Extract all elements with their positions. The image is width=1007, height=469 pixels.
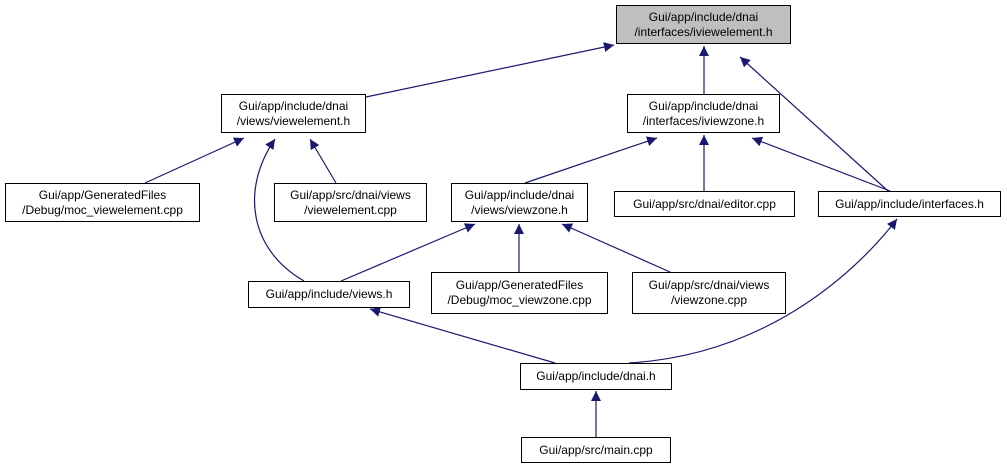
node-label-line: Gui/app/src/main.cpp <box>539 442 653 457</box>
edge-dnai_h-to-interfaces_h <box>628 218 898 364</box>
node-label-line: Gui/app/include/dnai <box>648 98 759 113</box>
node-src-viewelement-cpp[interactable]: Gui/app/src/dnai/views /viewelement.cpp <box>274 183 427 222</box>
node-label-line: /interfaces/iviewzone.h <box>642 113 765 128</box>
node-label-line: /viewzone.cpp <box>670 293 748 307</box>
node-editor-cpp[interactable]: Gui/app/src/dnai/editor.cpp <box>614 191 795 217</box>
node-label-line: Gui/app/include/dnai <box>464 187 575 202</box>
node-label-line: /views/viewelement.h <box>236 113 351 128</box>
node-label-line: Gui/app/include/dnai <box>648 9 759 24</box>
node-label-line: Gui/app/src/dnai/views <box>290 187 411 202</box>
node-views-viewzone-h[interactable]: Gui/app/include/dnai /views/viewzone.h <box>451 183 588 222</box>
node-views-viewelement-h[interactable]: Gui/app/include/dnai /views/viewelement.… <box>221 94 366 133</box>
node-label-line: Gui/app/src/dnai/views <box>648 278 770 292</box>
node-dnai-h[interactable]: Gui/app/include/dnai.h <box>520 363 672 390</box>
node-views-h[interactable]: Gui/app/include/views.h <box>248 281 410 308</box>
node-label-line: Gui/app/include/interfaces.h <box>835 196 984 211</box>
edge-views_h-to-views_viewelement_h <box>254 138 305 282</box>
node-label-line: Gui/app/GeneratedFiles <box>38 187 167 202</box>
node-src-viewzone-cpp[interactable]: Gui/app/src/dnai/views /viewzone.cpp <box>632 272 786 314</box>
node-label-line: Gui/app/GeneratedFiles <box>455 278 584 292</box>
node-label-line: Gui/app/include/dnai <box>238 98 349 113</box>
node-label-line: /Debug/moc_viewzone.cpp <box>447 293 592 307</box>
edge-views_viewzone_h-to-interfaces_iviewzone_h <box>524 136 658 184</box>
node-interfaces-h[interactable]: Gui/app/include/interfaces.h <box>818 191 1001 217</box>
edge-src_viewzone_cpp-to-views_viewzone_h <box>561 223 671 273</box>
node-label-line: Gui/app/src/dnai/editor.cpp <box>633 196 776 211</box>
node-label-line: Gui/app/include/dnai.h <box>536 369 656 383</box>
edge-interfaces_h-to-interfaces_iviewzone_h <box>751 136 891 192</box>
node-label-line: /viewelement.cpp <box>304 202 397 217</box>
edge-views_viewelement_h-to-iviewelement_h <box>365 42 615 98</box>
node-moc-viewelement-cpp[interactable]: Gui/app/GeneratedFiles /Debug/moc_viewel… <box>5 183 200 222</box>
edge-views_h-to-views_viewzone_h <box>340 223 476 282</box>
node-label-line: /views/viewzone.h <box>471 202 568 217</box>
edge-dnai_h-to-views_h <box>369 307 556 364</box>
node-label-line: /Debug/moc_viewelement.cpp <box>22 202 183 217</box>
edge-src_viewelement_cpp-to-views_viewelement_h <box>309 138 337 184</box>
node-main-cpp[interactable]: Gui/app/src/main.cpp <box>521 437 671 463</box>
node-interfaces-iviewzone-h[interactable]: Gui/app/include/dnai /interfaces/iviewzo… <box>627 94 780 133</box>
node-iviewelement-h: Gui/app/include/dnai /interfaces/iviewel… <box>616 5 791 44</box>
edge-moc_viewelement_cpp-to-views_viewelement_h <box>144 137 245 184</box>
edge-interfaces_h-to-iviewelement_h <box>739 56 889 192</box>
node-moc-viewzone-cpp[interactable]: Gui/app/GeneratedFiles /Debug/moc_viewzo… <box>431 272 608 314</box>
node-label-line: /interfaces/iviewelement.h <box>634 24 773 39</box>
node-label-line: Gui/app/include/views.h <box>265 287 393 301</box>
